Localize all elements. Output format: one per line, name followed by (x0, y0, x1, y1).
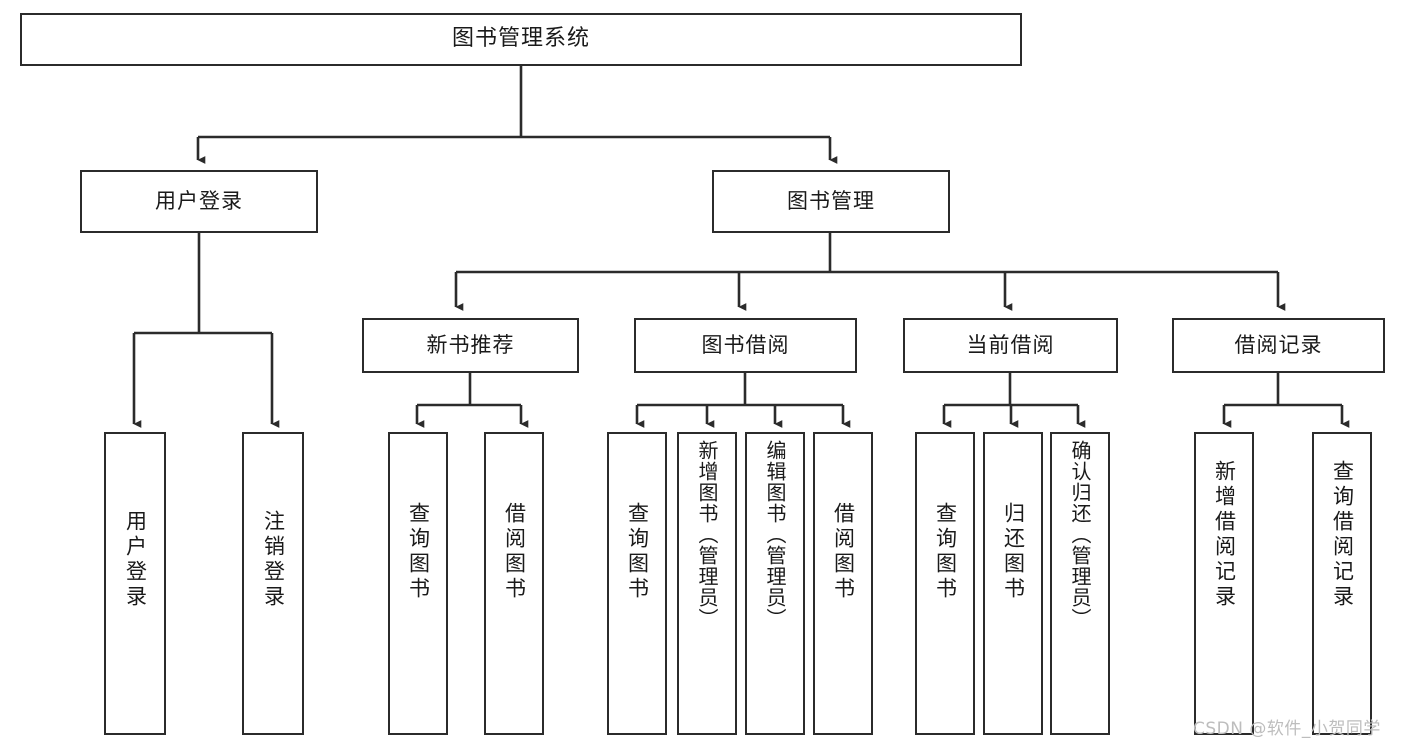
node-label: 用户登录 (155, 188, 243, 213)
node-label: 确认归还（管理员） (1068, 440, 1092, 629)
node-borrow-record[interactable]: 借阅记录 (1172, 318, 1385, 373)
node-label: 图书管理 (787, 188, 875, 213)
node-label: 编辑图书（管理员） (763, 440, 787, 629)
leaf-query-book-1[interactable]: 查询图书 (388, 432, 448, 735)
node-new-book-recommend[interactable]: 新书推荐 (362, 318, 579, 373)
node-label: 注销登录 (261, 510, 286, 610)
node-label: 借阅图书 (831, 502, 856, 602)
node-label: 查询图书 (933, 502, 958, 602)
node-label: 当前借阅 (966, 332, 1055, 357)
node-label: 查询借阅记录 (1330, 460, 1355, 610)
node-label: 查询图书 (625, 502, 650, 602)
csdn-watermark: CSDN @软件_小贺同学 (1193, 719, 1381, 739)
node-label: 用户登录 (123, 510, 148, 610)
node-label: 图书借阅 (701, 332, 790, 357)
leaf-query-book-2[interactable]: 查询图书 (607, 432, 667, 735)
leaf-logout-login[interactable]: 注销登录 (242, 432, 304, 735)
node-label: 图书管理系统 (451, 26, 590, 52)
node-label: 归还图书 (1001, 502, 1026, 602)
leaf-query-record[interactable]: 查询借阅记录 (1312, 432, 1372, 735)
node-book-borrow[interactable]: 图书借阅 (634, 318, 857, 373)
leaf-add-book[interactable]: 新增图书（管理员） (677, 432, 737, 735)
leaf-return-book[interactable]: 归还图书 (983, 432, 1043, 735)
node-user-login[interactable]: 用户登录 (80, 170, 318, 233)
node-book-management[interactable]: 图书管理 (712, 170, 950, 233)
leaf-edit-book[interactable]: 编辑图书（管理员） (745, 432, 805, 735)
node-label: 新书推荐 (426, 332, 515, 357)
leaf-confirm-return[interactable]: 确认归还（管理员） (1050, 432, 1110, 735)
node-label: 借阅图书 (502, 502, 527, 602)
node-current-borrow[interactable]: 当前借阅 (903, 318, 1118, 373)
leaf-borrow-book-2[interactable]: 借阅图书 (813, 432, 873, 735)
leaf-borrow-book-1[interactable]: 借阅图书 (484, 432, 544, 735)
node-label: 借阅记录 (1234, 332, 1323, 357)
node-label: 查询图书 (406, 502, 431, 602)
node-label: 新增图书（管理员） (695, 440, 719, 629)
node-label: 新增借阅记录 (1212, 460, 1237, 610)
leaf-query-book-3[interactable]: 查询图书 (915, 432, 975, 735)
node-book-management-system[interactable]: 图书管理系统 (20, 13, 1022, 66)
leaf-user-login[interactable]: 用户登录 (104, 432, 166, 735)
leaf-add-record[interactable]: 新增借阅记录 (1194, 432, 1254, 735)
